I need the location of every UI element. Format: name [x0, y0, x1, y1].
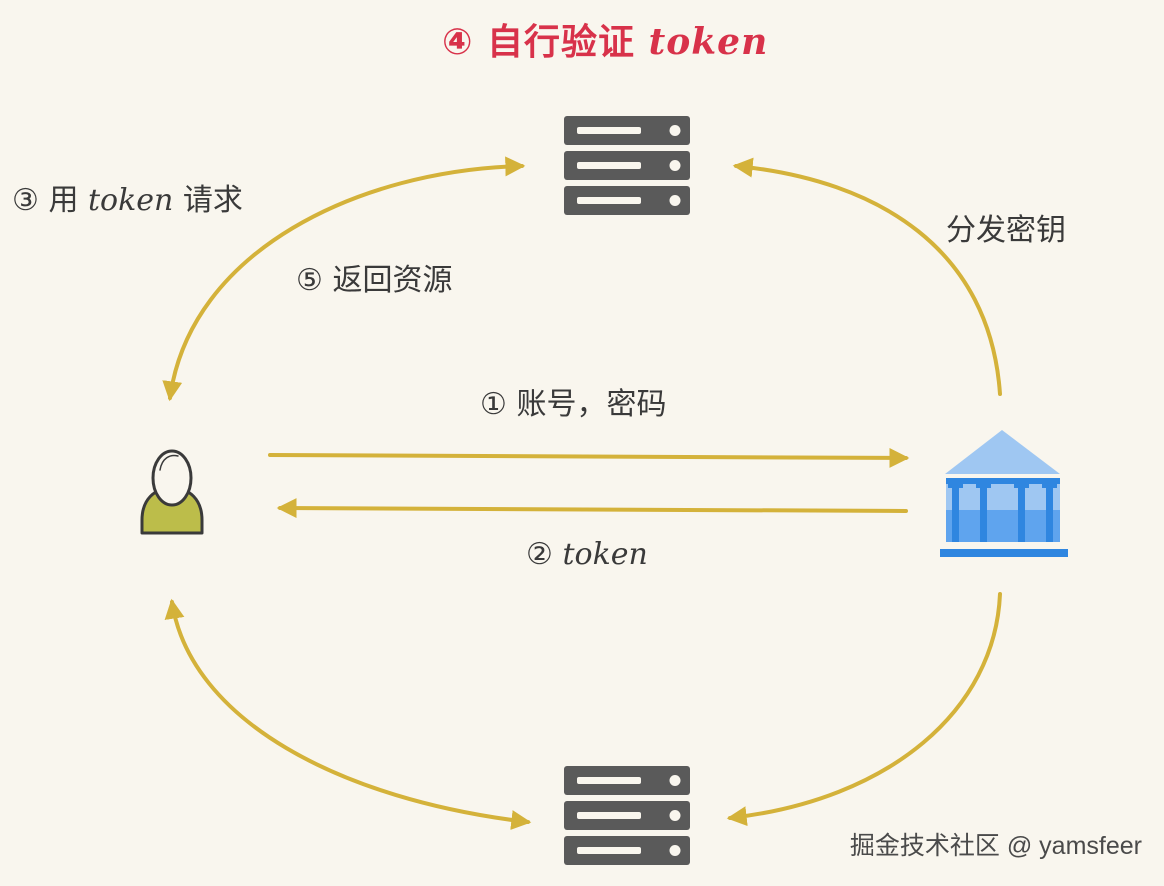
bank-icon — [940, 430, 1068, 557]
label-token-issue: ② token — [526, 540, 648, 570]
arrow-distribute-key-top — [732, 157, 1002, 396]
request-text: 用 — [48, 183, 79, 218]
bottom-server-icon — [564, 766, 690, 865]
return-number: ⑤ — [296, 263, 323, 298]
token-issue-token: token — [562, 537, 648, 572]
user-icon — [140, 449, 204, 535]
title-number: ④ — [442, 22, 474, 63]
title-text: 自行验证 — [487, 22, 636, 63]
arrow-distribute-key-bottom — [726, 592, 1002, 827]
return-text: 返回资源 — [332, 263, 453, 298]
request-suffix: 请求 — [182, 183, 243, 218]
label-distribute-key: 分发密钥 — [946, 213, 1066, 248]
top-server-icon — [564, 116, 690, 215]
arrow-request-to-top-server — [162, 156, 526, 402]
request-number: ③ — [12, 183, 39, 218]
arrow-credentials — [268, 447, 910, 468]
label-credentials: ① 账号，密码 — [480, 390, 666, 420]
credentials-number: ① — [480, 387, 507, 422]
label-request-with-token: ③ 用 token 请求 — [12, 186, 243, 216]
token-issue-number: ② — [526, 537, 553, 572]
title-token: token — [648, 21, 769, 63]
credentials-text: 账号，密码 — [516, 387, 667, 422]
title-verify-token: ④ 自行验证 token — [442, 24, 768, 61]
watermark: 掘金技术社区 @ yamsfeer — [849, 832, 1142, 860]
request-token: token — [88, 183, 174, 218]
arrow-user-to-bottom-server — [164, 598, 532, 830]
arrow-token-return — [276, 498, 908, 519]
label-return-resource: ⑤ 返回资源 — [296, 266, 452, 296]
